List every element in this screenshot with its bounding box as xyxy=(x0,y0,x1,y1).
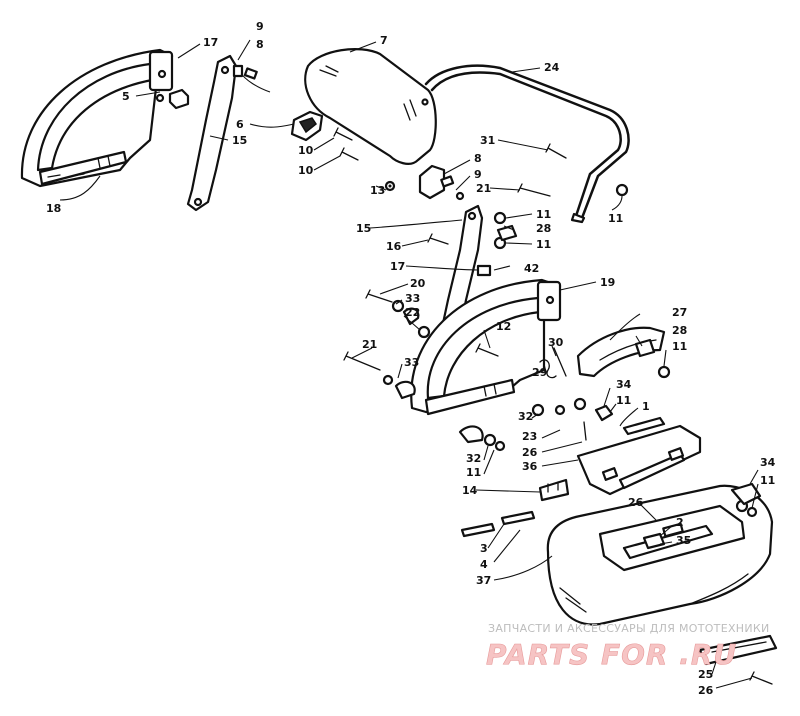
spacer-block xyxy=(168,88,190,110)
callout-21: 21 xyxy=(476,182,491,195)
callout-9: 9 xyxy=(256,20,264,33)
callout-10: 10 xyxy=(298,164,314,177)
callout-10: 10 xyxy=(298,144,314,157)
washers-middle xyxy=(458,397,614,452)
callout-15: 15 xyxy=(232,134,247,147)
callout-26: 26 xyxy=(522,446,538,459)
callout-3: 3 xyxy=(480,542,488,555)
callout-11: 11 xyxy=(616,394,631,407)
callout-1: 1 xyxy=(642,400,650,413)
watermark: ЗАПЧАСТИ И АКСЕССУАРЫ ДЛЯ МОТОТЕХНИКИ PA… xyxy=(486,622,770,671)
callout-24: 24 xyxy=(544,61,560,74)
callout-27: 27 xyxy=(672,306,687,319)
callout-31: 31 xyxy=(480,134,495,147)
callout-25: 25 xyxy=(698,668,713,681)
callout-33: 33 xyxy=(405,292,420,305)
callout-23: 23 xyxy=(522,430,537,443)
callout-11: 11 xyxy=(466,466,481,479)
watermark-logo: PARTS FOR .RU xyxy=(486,638,737,671)
callout-11: 11 xyxy=(760,474,775,487)
trim-plate xyxy=(576,416,702,496)
callout-8: 8 xyxy=(256,38,264,51)
callout-17: 17 xyxy=(203,36,218,49)
callout-19: 19 xyxy=(600,276,615,289)
callout-29: 29 xyxy=(532,366,547,379)
armrest-pad xyxy=(576,326,671,379)
small-hardware-left xyxy=(343,289,431,400)
callout-2: 2 xyxy=(676,516,684,529)
callout-21: 21 xyxy=(362,338,377,351)
seat-cushion xyxy=(304,48,437,165)
callout-4: 4 xyxy=(480,558,488,571)
callout-34: 34 xyxy=(616,378,632,391)
arm-bar-upper xyxy=(186,54,271,212)
callout-13: 13 xyxy=(370,184,385,197)
callout-37: 37 xyxy=(476,574,491,587)
tail-light xyxy=(698,634,778,685)
callout-42: 42 xyxy=(524,262,539,275)
callout-34: 34 xyxy=(760,456,776,469)
left-backrest-frame xyxy=(20,48,174,188)
callout-35: 35 xyxy=(676,534,691,547)
bracket-14 xyxy=(538,478,570,502)
callout-5: 5 xyxy=(122,90,130,103)
callout-20: 20 xyxy=(410,277,426,290)
bolts-set-upper xyxy=(333,127,396,192)
callout-28: 28 xyxy=(536,222,551,235)
callout-11: 11 xyxy=(536,238,551,251)
callout-12: 12 xyxy=(496,320,511,333)
callout-7: 7 xyxy=(380,34,388,47)
callout-8: 8 xyxy=(474,152,482,165)
callout-11: 11 xyxy=(672,340,687,353)
callout-28: 28 xyxy=(672,324,687,337)
callout-17: 17 xyxy=(390,260,405,273)
callout-16: 16 xyxy=(386,240,402,253)
callout-14: 14 xyxy=(462,484,478,497)
callout-11: 11 xyxy=(608,212,623,225)
hinge-bracket-left xyxy=(290,110,324,142)
hinge-bracket-right xyxy=(418,164,465,201)
callout-18: 18 xyxy=(46,202,61,215)
callout-26: 26 xyxy=(628,496,644,509)
bolt-31 xyxy=(545,143,567,159)
callout-33: 33 xyxy=(404,356,419,369)
callout-15: 15 xyxy=(356,222,371,235)
callout-22: 22 xyxy=(405,306,420,319)
callout-26: 26 xyxy=(698,684,714,697)
callout-11: 11 xyxy=(536,208,551,221)
grab-bar xyxy=(424,64,630,224)
callout-9: 9 xyxy=(474,168,482,181)
storage-box xyxy=(546,482,774,626)
decals xyxy=(460,510,536,538)
arm-bar-lower xyxy=(427,204,511,338)
watermark-caption: ЗАПЧАСТИ И АКСЕССУАРЫ ДЛЯ МОТОТЕХНИКИ xyxy=(488,622,770,635)
callout-32: 32 xyxy=(518,410,533,423)
callout-6: 6 xyxy=(236,118,244,131)
pin-and-clip xyxy=(539,347,567,379)
callout-36: 36 xyxy=(522,460,538,473)
callout-32: 32 xyxy=(466,452,481,465)
callout-labels: 17 5 9 8 7 24 6 15 10 10 13 18 31 8 9 21… xyxy=(46,20,776,697)
callout-30: 30 xyxy=(548,336,564,349)
leader-lines xyxy=(59,39,759,689)
bolt-21-upper xyxy=(517,183,551,197)
right-backrest-frame xyxy=(410,278,562,416)
